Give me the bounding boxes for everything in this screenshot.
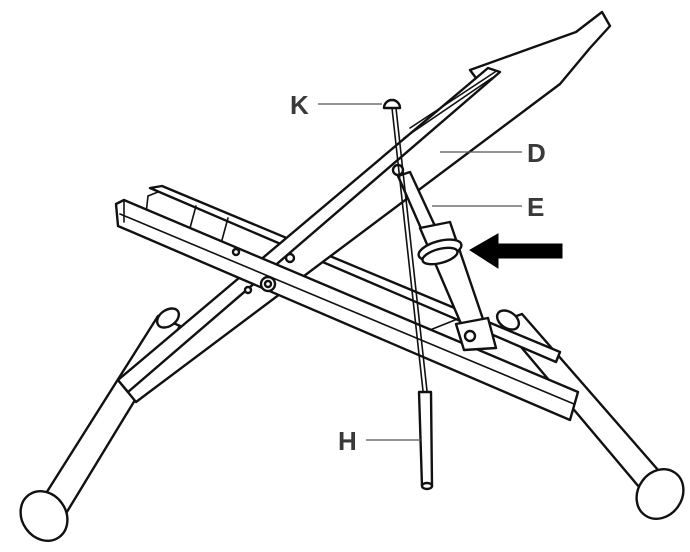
right-leg (495, 309, 685, 520)
adjustment-rod (382, 98, 434, 491)
backrest-bar (116, 10, 612, 404)
label-k: K (290, 90, 309, 120)
label-d: D (527, 138, 546, 168)
leader-lines (318, 103, 522, 441)
label-e: E (527, 192, 545, 222)
left-leg (19, 307, 182, 542)
seat-frame-front (114, 198, 580, 422)
arrow-left-icon (469, 233, 563, 269)
gas-strut (396, 170, 498, 352)
label-h: H (338, 426, 357, 456)
